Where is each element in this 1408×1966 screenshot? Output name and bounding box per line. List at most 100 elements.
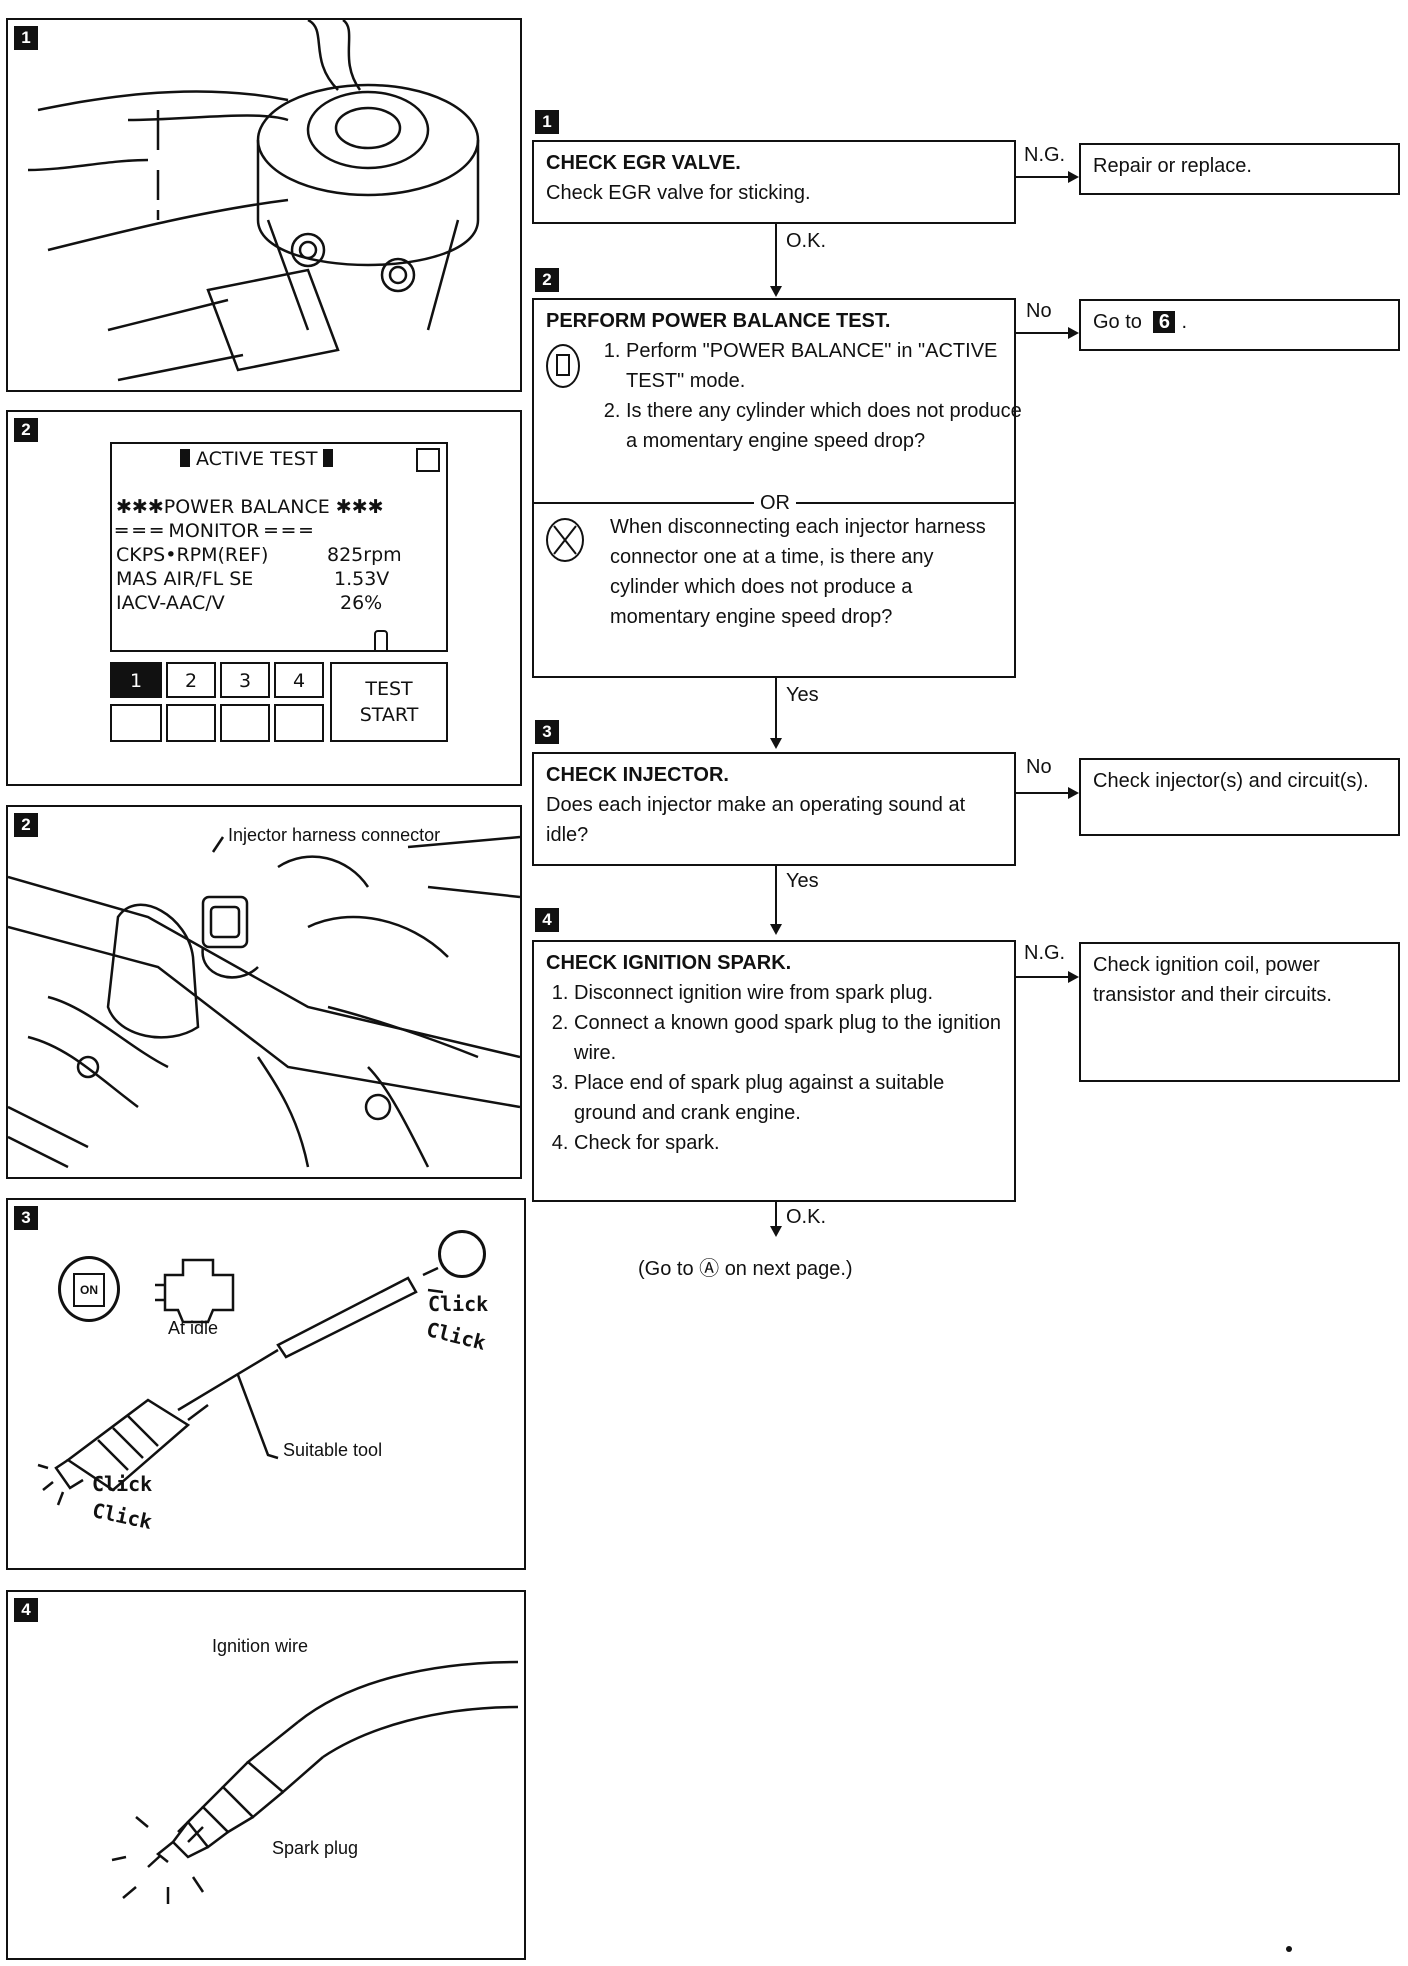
connector-line: [1016, 792, 1068, 794]
yes-label: Yes: [786, 870, 819, 892]
monitor-row-value: 825rpm: [327, 544, 402, 566]
cylinder-button-2[interactable]: 2: [166, 662, 216, 698]
step-item: Perform "POWER BALANCE" in "ACTIVE TEST"…: [626, 336, 1026, 396]
or-label: OR: [754, 488, 796, 518]
connector-line: [775, 1202, 777, 1228]
step-item: Place end of spark plug against a suitab…: [574, 1068, 1002, 1128]
step-number: 3: [535, 720, 559, 744]
click-text: Click: [428, 1292, 489, 1316]
next-page-note: (Go to Ⓐ on next page.): [638, 1258, 853, 1280]
arrow-icon: [770, 738, 782, 749]
arrow-icon: [1068, 171, 1079, 183]
page-dot: [1286, 1946, 1292, 1952]
step-item: Is there any cylinder which does not pro…: [626, 396, 1026, 456]
monitor-row-value: 1.53V: [334, 568, 390, 590]
no-tools-icon: [546, 518, 584, 562]
connector-line: [775, 224, 777, 286]
injector-and-tool-illustration: [37, 1266, 444, 1506]
screen-header: ACTIVE TEST: [180, 448, 334, 470]
step-title: CHECK INJECTOR.: [546, 764, 729, 786]
no-result-box: Check injector(s) and circuit(s).: [1079, 758, 1400, 836]
no-result-box: Go to 6.: [1079, 299, 1400, 351]
arrow-icon: [770, 1226, 782, 1237]
connector-line: [1016, 976, 1068, 978]
step-alt-text: When disconnecting each injector harness…: [610, 516, 986, 628]
arrow-icon: [1068, 971, 1079, 983]
egr-valve-illustration: [27, 20, 480, 382]
figure-number: 1: [14, 26, 38, 50]
spark-plug-label: Spark plug: [272, 1838, 359, 1858]
step-title: CHECK EGR VALVE.: [546, 152, 741, 174]
ignition-wire-label: Ignition wire: [212, 1636, 309, 1656]
spark-plug-illustration: [111, 1660, 519, 1904]
arrow-icon: [770, 924, 782, 935]
ng-result-box: Repair or replace.: [1079, 143, 1400, 195]
blank-button[interactable]: [274, 704, 324, 742]
monitor-row-label: MAS AIR/FL SE: [116, 568, 254, 590]
engine-bay-illustration: [8, 835, 520, 1169]
blank-button[interactable]: [220, 704, 270, 742]
step4-box: CHECK IGNITION SPARK. Disconnect ignitio…: [532, 940, 1016, 1202]
step-item: Check for spark.: [574, 1128, 1002, 1158]
blank-button[interactable]: [110, 704, 162, 742]
figure-number: 4: [14, 1598, 38, 1622]
step-text: Check EGR valve for sticking.: [546, 182, 811, 204]
monitor-row-value: 26%: [340, 592, 383, 614]
ignition-key-icon: ON: [58, 1256, 120, 1322]
consult-display: ACTIVE TEST ✱✱✱POWER BALANCE ✱✱✱ ═ ═ ═ M…: [110, 442, 448, 652]
blank-button[interactable]: [166, 704, 216, 742]
step-title: PERFORM POWER BALANCE TEST.: [546, 310, 891, 332]
step-item: Connect a known good spark plug to the i…: [574, 1008, 1002, 1068]
suitable-tool-label: Suitable tool: [283, 1440, 383, 1460]
figure-consult-screen: 2 ACTIVE TEST ✱✱✱POWER BALANCE ✱✱✱ ═ ═ ═…: [6, 410, 522, 786]
ng-label: N.G.: [1024, 144, 1066, 166]
screen-monitor: ═ ═ ═ MONITOR ═ ═ ═: [116, 520, 312, 542]
connector-line: [1016, 176, 1068, 178]
cylinder-button-4[interactable]: 4: [274, 662, 324, 698]
ok-label: O.K.: [786, 230, 827, 252]
injector-connector-label: Injector harness connector: [228, 825, 441, 845]
step-ref-badge: 6: [1153, 311, 1176, 333]
figure-egr-valve: 1: [6, 18, 522, 392]
step-item: Disconnect ignition wire from spark plug…: [574, 978, 1002, 1008]
arrow-icon: [1068, 787, 1079, 799]
connector-line: [775, 866, 777, 926]
step2-box: PERFORM POWER BALANCE TEST. Perform "POW…: [532, 298, 1022, 678]
cylinder-button-1[interactable]: 1: [110, 662, 162, 698]
monitor-row-label: CKPS•RPM(REF): [116, 544, 269, 566]
no-label: No: [1026, 756, 1052, 778]
at-idle-label: At idle: [168, 1318, 219, 1338]
yes-label: Yes: [786, 684, 819, 706]
connector-line: [1016, 332, 1068, 334]
cylinder-button-3[interactable]: 3: [220, 662, 270, 698]
screen-title: ✱✱✱POWER BALANCE ✱✱✱: [116, 496, 384, 518]
ng-result-box: Check ignition coil, power transistor an…: [1079, 942, 1400, 1082]
step-number: 4: [535, 908, 559, 932]
monitor-row-label: IACV-AAC/V: [116, 592, 225, 614]
figure-number: 3: [14, 1206, 38, 1230]
step-text: Does each injector make an operating sou…: [546, 794, 966, 846]
connector-line: [775, 678, 777, 740]
click-text: Click: [92, 1472, 153, 1496]
step-number: 2: [535, 268, 559, 292]
ok-label: O.K.: [786, 1206, 827, 1228]
arrow-icon: [770, 286, 782, 297]
figure-injector-connector: 2 Injector harness connector: [6, 805, 522, 1179]
stethoscope-icon: [438, 1230, 486, 1278]
screen-checkbox[interactable]: [416, 448, 440, 472]
step-title: CHECK IGNITION SPARK.: [546, 952, 792, 974]
figure-number: 2: [14, 418, 38, 442]
test-start-button[interactable]: TEST START: [330, 662, 448, 742]
figure-spark-plug: 4 Ignition wire Spark plug: [6, 1590, 526, 1960]
pointer-hand-icon: [374, 630, 388, 652]
consult-tool-icon: [546, 344, 580, 388]
ng-label: N.G.: [1024, 942, 1066, 964]
engine-icon: [155, 1258, 235, 1324]
figure-number: 2: [14, 813, 38, 837]
step3-box: CHECK INJECTOR. Does each injector make …: [532, 752, 1016, 866]
figure-injector-sound: 3 ON At idle Suitable tool Click Click C…: [6, 1198, 526, 1570]
step1-box: CHECK EGR VALVE. Check EGR valve for sti…: [532, 140, 1016, 224]
step-number: 1: [535, 110, 559, 134]
arrow-icon: [1068, 327, 1079, 339]
no-label: No: [1026, 300, 1052, 322]
